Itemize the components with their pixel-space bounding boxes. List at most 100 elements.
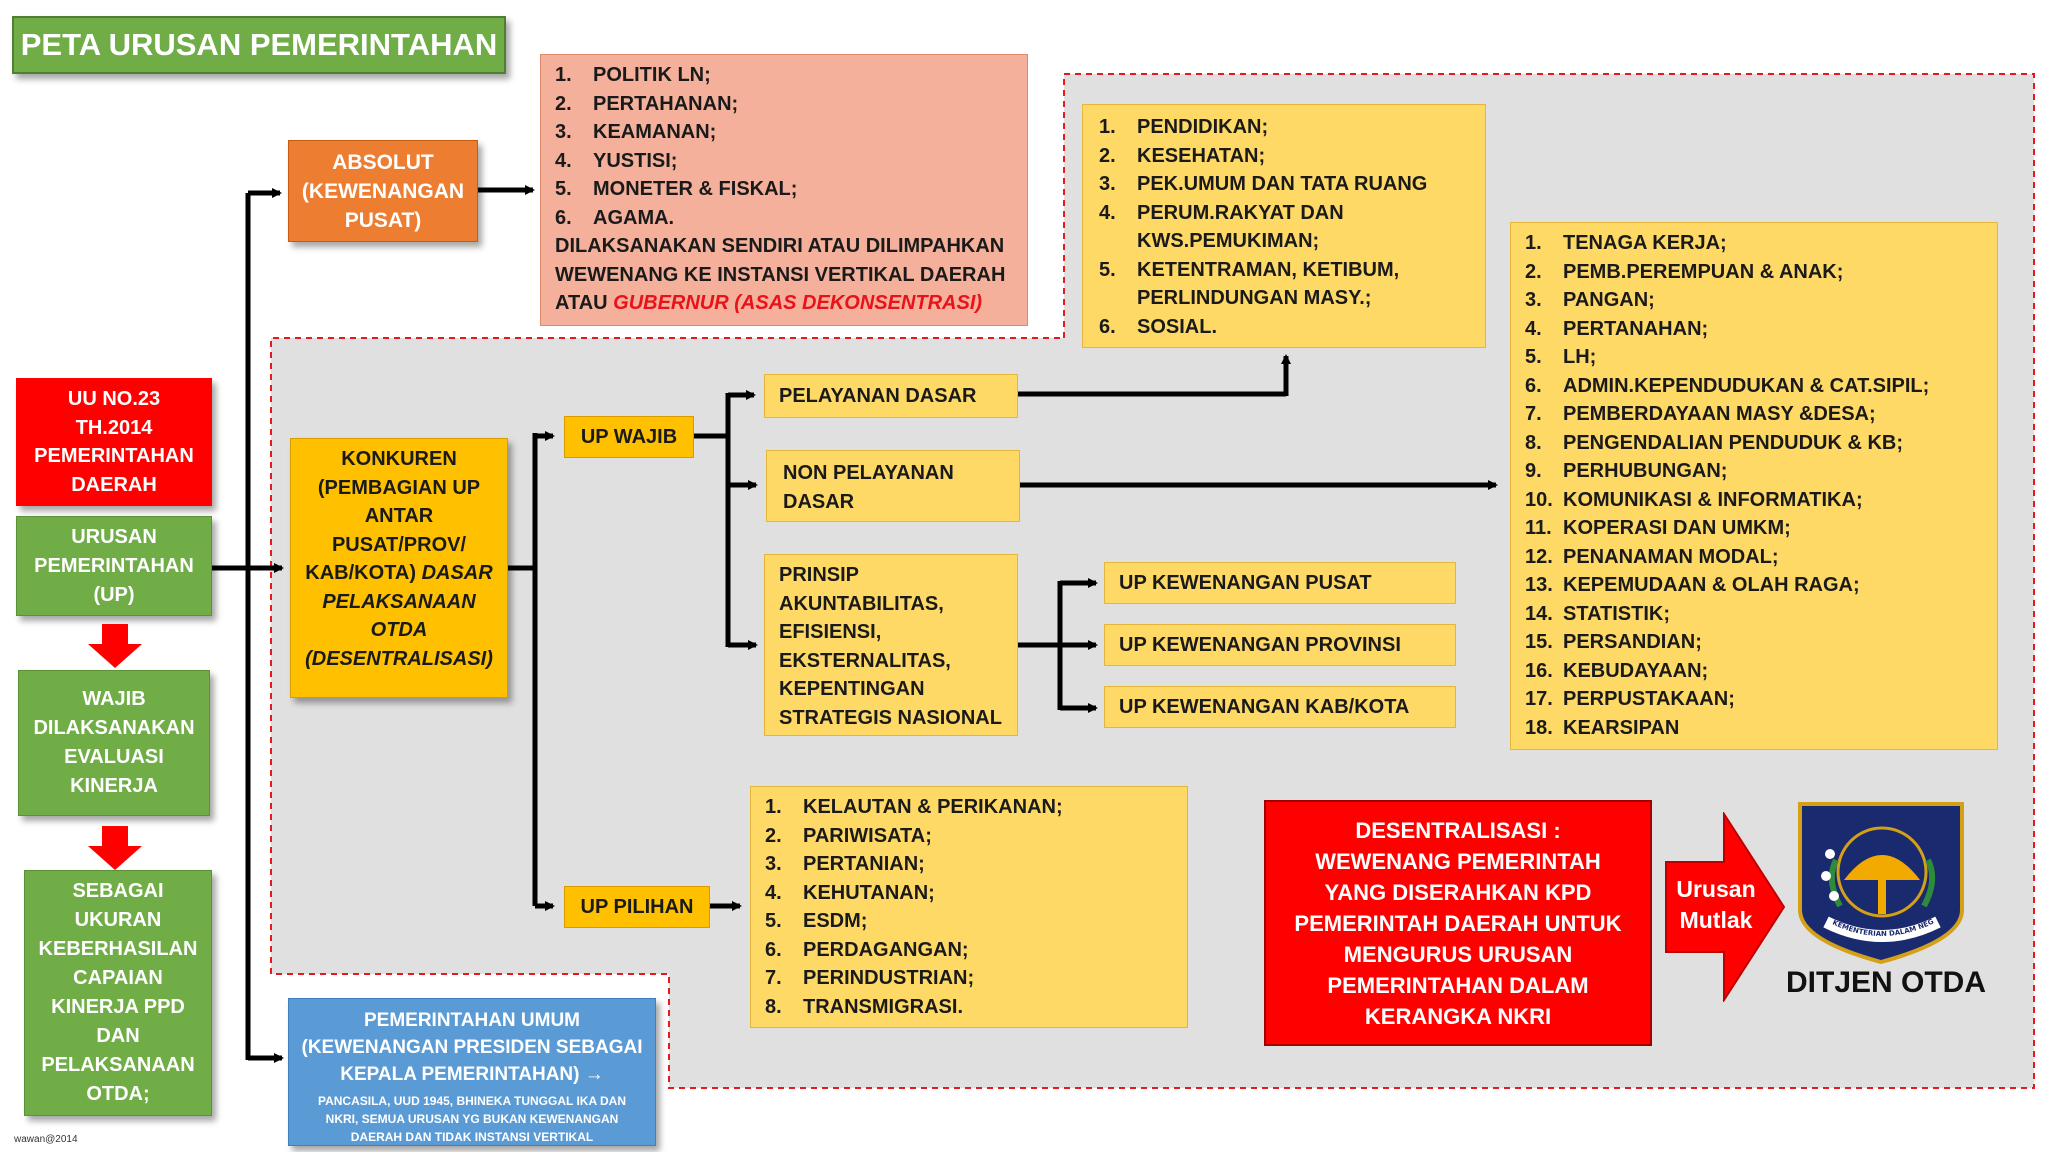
list-item-number: 5. [1099, 258, 1116, 281]
absolut-line: PUSAT) [344, 208, 422, 232]
list-item-text: PARIWISATA; [803, 824, 932, 847]
pelayanan-dasar-box: PELAYANAN DASAR [764, 374, 1018, 418]
konkuren-line: OTDA [291, 616, 507, 645]
list-item-number: 4. [765, 881, 782, 904]
list-item: 5.KETENTRAMAN, KETIBUM, [1099, 256, 1469, 285]
non-pelayanan-box: NON PELAYANAN DASAR [766, 450, 1020, 522]
wajib-box: WAJIB DILAKSANAKAN EVALUASI KINERJA [18, 670, 210, 816]
sebagai-line: OTDA; [86, 1083, 150, 1105]
konkuren-text: (DESENTRALISASI) [305, 647, 493, 670]
prinsip-line: KEPENTINGAN [779, 678, 925, 700]
list-item: 3.PANGAN; [1525, 286, 1983, 315]
absolut-list: 1.POLITIK LN; 2.PERTAHANAN; 3.KEAMANAN; … [555, 61, 1013, 232]
desentralisasi-line: MENGURUS URUSAN [1343, 941, 1573, 967]
gubernur-highlight: GUBERNUR (ASAS DEKONSENTRASI) [613, 292, 983, 314]
umum-title-line: PEMERINTAHAN UMUM [363, 1010, 581, 1031]
list-item: 1.POLITIK LN; [555, 61, 1013, 90]
konkuren-line: (DESENTRALISASI) [291, 645, 507, 674]
konkuren-text: OTDA [370, 619, 428, 641]
urusan-line: PEMERINTAHAN [34, 554, 194, 577]
list-item: 2.PERTAHANAN; [555, 90, 1013, 119]
list-item: 6.SOSIAL. [1099, 313, 1469, 342]
sebagai-line: DAN [96, 1025, 140, 1047]
urusan-mutlak-line: Mutlak [1679, 907, 1753, 933]
wajib-line: EVALUASI [64, 746, 164, 768]
list-item-text: KEAMANAN; [593, 121, 717, 143]
uu-box: UU NO.23 TH.2014 PEMERINTAHAN DAERAH [16, 378, 212, 506]
konkuren-line: (PEMBAGIAN UP [317, 476, 481, 499]
list-item: 1. PENDIDIKAN; [1099, 113, 1469, 142]
umum-title-line: (KEWENANGAN PRESIDEN SEBAGAI [301, 1037, 643, 1058]
list-item-number: 8. [1525, 431, 1542, 454]
list-item-text: ADMIN.KEPENDUDUKAN & CAT.SIPIL; [1563, 374, 1930, 397]
list-item-text: PENDIDIKAN; [1137, 116, 1269, 138]
list-item: 4.PERTANAHAN; [1525, 315, 1983, 344]
prinsip-line: PRINSIP [779, 564, 860, 586]
list-item-text: PERINDUSTRIAN; [803, 967, 975, 989]
list-item: 8. PENGENDALIAN PENDUDUK & KB; [1525, 429, 1983, 458]
absolut-note-line: WEWENANG KE INSTANSI VERTIKAL DAERAH [555, 263, 1006, 286]
list-item-text: KEPEMUDAAN & OLAH RAGA; [1563, 574, 1860, 596]
list-item: 4.YUSTISI; [555, 147, 1013, 176]
list-item: 5.ESDM; [765, 907, 1173, 936]
list-item: 3.PEK.UMUM DAN TATA RUANG [1099, 170, 1469, 199]
list-item-number: 11. [1525, 517, 1552, 539]
konkuren-text: PELAKSANAAN [322, 590, 476, 613]
uu-line: DAERAH [71, 473, 157, 496]
prinsip-box: PRINSIP AKUNTABILITAS, EFISIENSI, EKSTER… [764, 554, 1018, 736]
list-item-text: KELAUTAN & PERIKANAN; [803, 796, 1063, 818]
list-item-text: PENGENDALIAN PENDUDUK & KB; [1563, 431, 1904, 454]
list-item-number: 1. [1099, 116, 1116, 138]
list-item-text: PERDAGANGAN; [803, 938, 969, 961]
list-item: 13.KEPEMUDAAN & OLAH RAGA; [1525, 571, 1983, 600]
absolut-note-line: ATAU GUBERNUR (ASAS DEKONSENTRASI) [555, 289, 1013, 318]
prinsip-line: EFISIENSI, [779, 621, 882, 643]
konkuren-line: PELAKSANAAN [291, 588, 507, 617]
konkuren-line: ANTAR [364, 505, 434, 527]
wajib-line: KINERJA [70, 775, 158, 797]
non-pelayanan-line: DASAR [783, 490, 855, 513]
list-item: 12.PENANAMAN MODAL; [1525, 543, 1983, 572]
list-item-number: 8. [765, 995, 782, 1018]
urusan-box: URUSAN PEMERINTAHAN (UP) [16, 516, 212, 616]
list-item-number: 2. [765, 824, 782, 847]
list-item-text: ESDM; [803, 910, 868, 932]
umum-sub-line: DAERAH DAN TIDAK INSTANSI VERTIKAL [350, 1130, 594, 1144]
list-item-number: 1. [765, 796, 782, 818]
list-item-number: 10. [1525, 488, 1553, 511]
konkuren-line: KAB/KOTA) DASAR [291, 559, 507, 588]
list-item-text: PERPUSTAKAAN; [1563, 688, 1735, 710]
list-item-text: PERSANDIAN; [1563, 631, 1702, 653]
down-arrow-icon [88, 624, 142, 668]
konkuren-text: KAB/KOTA) [305, 562, 422, 584]
list-item-number: 7. [765, 967, 782, 989]
pilihan-list-box: 1.KELAUTAN & PERIKANAN;2.PARIWISATA;3.PE… [750, 786, 1188, 1028]
list-item-text: PEMB.PEREMPUAN & ANAK; [1563, 260, 1844, 283]
list-item: 9.PERHUBUNGAN; [1525, 457, 1983, 486]
konkuren-line: KONKUREN [341, 448, 457, 470]
list-item-text: KEBUDAYAAN; [1563, 659, 1709, 682]
desentralisasi-line: YANG DISERAHKAN KPD [1324, 879, 1592, 905]
absolut-note-prefix: ATAU [555, 292, 614, 314]
list-item-text: KESEHATAN; [1137, 144, 1266, 167]
list-item-number: 5. [1525, 346, 1542, 368]
list-item-number: 7. [1525, 403, 1542, 425]
up-wajib-box: UP WAJIB [564, 416, 694, 458]
konkuren-line: PUSAT/PROV/ [331, 533, 467, 556]
konkuren-box: KONKUREN (PEMBAGIAN UP ANTAR PUSAT/PROV/… [290, 438, 508, 698]
list-item-number: 6. [1099, 315, 1116, 338]
down-arrow-icon [88, 826, 142, 870]
list-item: 10.KOMUNIKASI & INFORMATIKA; [1525, 486, 1983, 515]
absolut-line: ABSOLUT [332, 150, 434, 174]
list-item-continuation: PERLINDUNGAN MASY.; [1137, 287, 1372, 309]
absolut-box: ABSOLUT (KEWENANGAN PUSAT) [288, 140, 478, 242]
list-item-continuation: KWS.PEMUKIMAN; [1137, 230, 1320, 252]
list-item-text: KOPERASI DAN UMKM; [1563, 517, 1791, 539]
wajib-line: DILAKSANAKAN [33, 717, 195, 739]
umum-title-line: KEPALA PEMERINTAHAN) → [340, 1064, 604, 1085]
ditjen-label: DITJEN OTDA [1786, 966, 1987, 999]
urusan-mutlak-arrow-icon [1665, 812, 1786, 1002]
absolut-line: (KEWENANGAN [301, 179, 465, 203]
list-item-number: 18. [1525, 716, 1553, 739]
